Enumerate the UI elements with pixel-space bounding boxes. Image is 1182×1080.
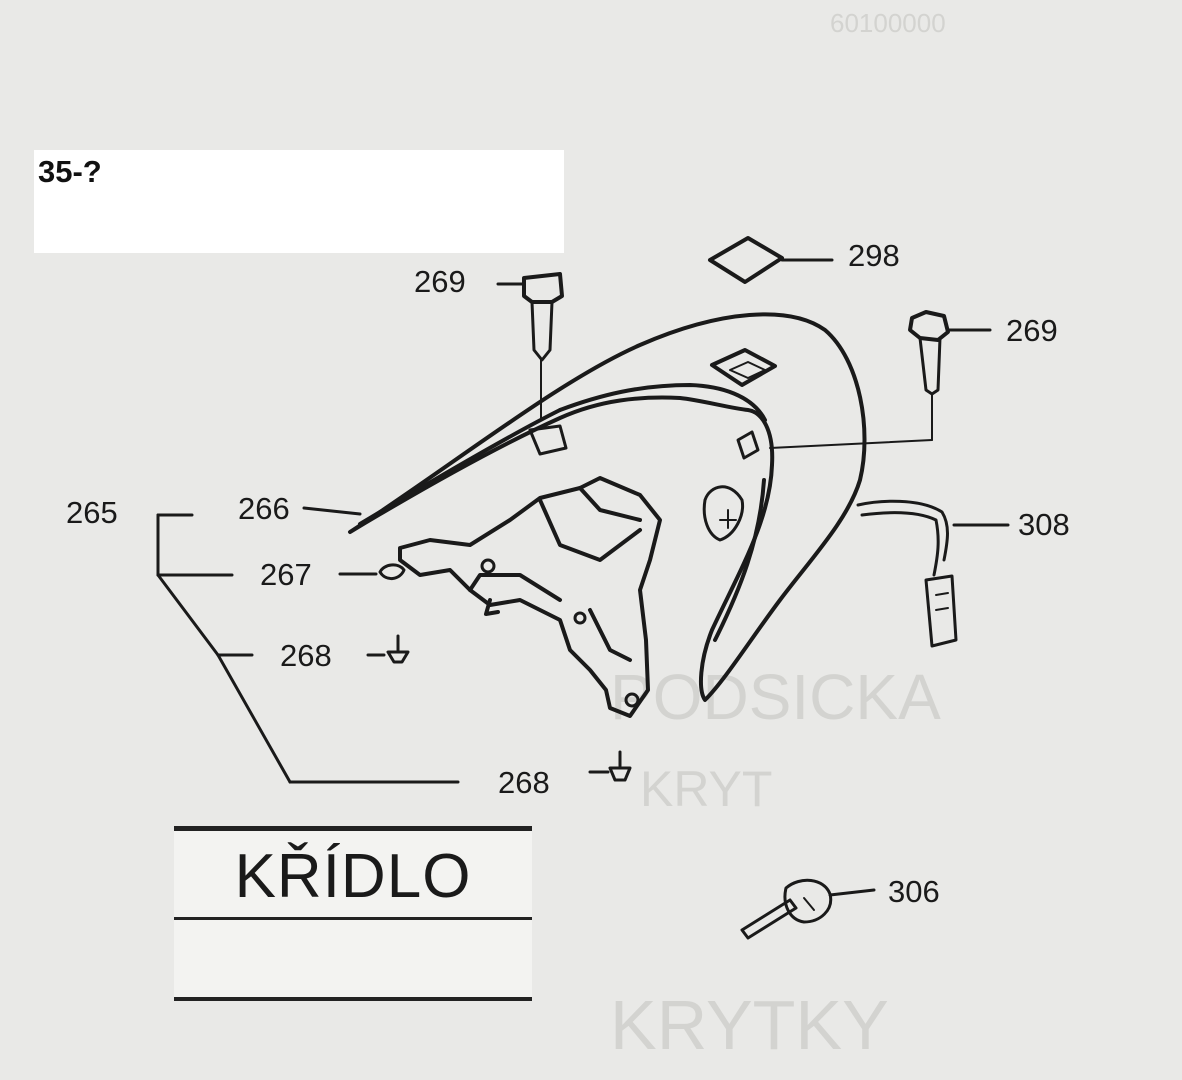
callout-308: 308 [1018, 507, 1070, 542]
mounting-bracket [398, 476, 662, 718]
callout-269-right: 269 [1006, 313, 1058, 348]
part-code: 35-? [38, 154, 102, 189]
ghost-print: KRYT [640, 761, 773, 817]
wire-harness-308 [856, 499, 1010, 648]
ghost-print: PODSICKA [610, 661, 941, 733]
part-code-box: 35-? [34, 150, 564, 253]
screw-306 [740, 878, 876, 940]
ghost-print: KRYTKY [610, 986, 889, 1064]
leader-265 [156, 513, 460, 784]
title-divider [174, 917, 532, 920]
callout-268-lower: 268 [498, 765, 550, 800]
callout-306: 306 [888, 874, 940, 909]
washer-267 [338, 563, 406, 580]
bolt-269-left [496, 272, 564, 421]
callout-269-left: 269 [414, 264, 466, 299]
part-title-box: KŘÍDLO [174, 826, 532, 1001]
leader-266 [302, 506, 362, 516]
part-title: KŘÍDLO [234, 842, 472, 911]
grommet-298 [708, 236, 834, 284]
callout-265: 265 [66, 495, 118, 530]
ghost-print: 60100000 [830, 8, 946, 38]
wing-body [348, 312, 867, 702]
callout-298: 298 [848, 238, 900, 273]
fastener-268-lower [588, 750, 632, 782]
fastener-268-upper [366, 634, 410, 664]
callout-267: 267 [260, 557, 312, 592]
callout-268-upper: 268 [280, 638, 332, 673]
callout-266: 266 [238, 491, 290, 526]
bolt-269-right [769, 310, 992, 449]
